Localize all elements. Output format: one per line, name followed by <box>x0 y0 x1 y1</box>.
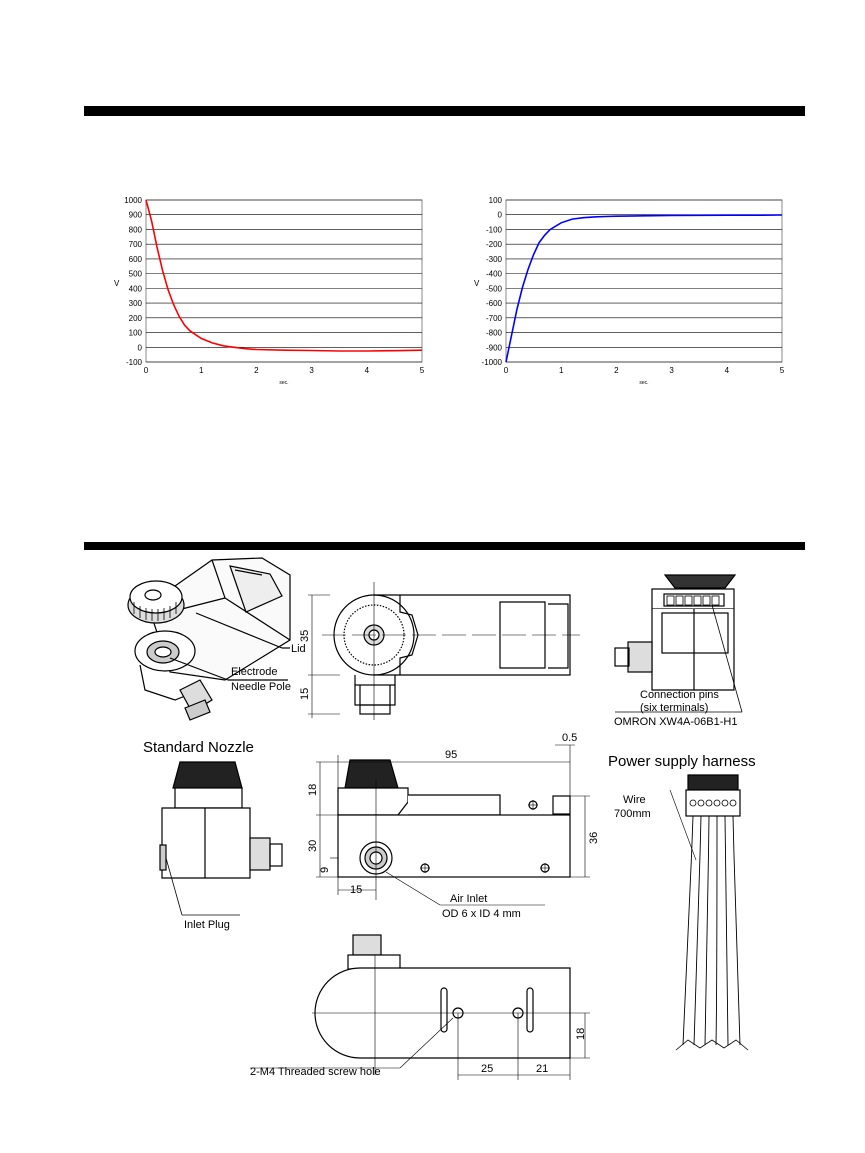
series-line <box>505 214 783 363</box>
dim-0-5: 0.5 <box>562 732 577 744</box>
wire-label: Wire <box>623 794 646 806</box>
y-tick-label: 600 <box>129 255 143 264</box>
x-tick-label: 2 <box>254 366 259 375</box>
section-rule <box>84 542 805 550</box>
y-tick-label: -800 <box>486 329 503 338</box>
y-tick-label: -400 <box>486 270 503 279</box>
y-tick-label: 400 <box>129 284 143 293</box>
y-tick-label: -600 <box>486 299 503 308</box>
x-tick-label: 4 <box>365 366 370 375</box>
dim-15-bottom: 15 <box>350 884 362 896</box>
connector-model-label: OMRON XW4A-06B1-H1 <box>614 716 737 728</box>
connector-view <box>614 574 743 713</box>
x-tick-label: 1 <box>559 366 564 375</box>
y-tick-label: 200 <box>129 314 143 323</box>
x-tick-label: 3 <box>669 366 674 375</box>
y-tick-label: -200 <box>486 240 503 249</box>
x-tick-label: 5 <box>780 366 785 375</box>
front-view <box>308 582 580 720</box>
dim-21: 21 <box>536 1063 548 1075</box>
standard-nozzle-view <box>159 761 283 916</box>
y-tick-label: -300 <box>486 255 503 264</box>
dim-35: 35 <box>299 630 311 642</box>
power-harness-title: Power supply harness <box>608 753 756 770</box>
lid-label: Lid <box>291 643 306 655</box>
isometric-view <box>127 557 291 721</box>
y-tick-label: -900 <box>486 343 503 352</box>
x-tick-label: 0 <box>504 366 509 375</box>
dim-30: 30 <box>307 840 319 852</box>
y-tick-label: 500 <box>129 270 143 279</box>
dim-15-top: 15 <box>299 688 311 700</box>
plot-area <box>505 199 783 363</box>
x-tick-label: 0 <box>144 366 149 375</box>
dim-18-side: 18 <box>307 784 319 796</box>
y-tick-label: 300 <box>129 299 143 308</box>
decay-chart-negative: 100 0 -100 -200 -300 -400 -500 -600 -700 -800 -900… <box>474 196 785 386</box>
y-axis-label: V <box>474 279 480 288</box>
y-tick-label: 1000 <box>124 196 142 205</box>
x-axis-label: sec. <box>639 380 648 386</box>
y-tick-label: 800 <box>129 225 143 234</box>
standard-nozzle-title: Standard Nozzle <box>143 739 254 756</box>
x-tick-label: 4 <box>725 366 730 375</box>
y-tick-label: -1000 <box>482 358 503 367</box>
needle-pole-label: Needle Pole <box>231 681 291 693</box>
bottom-view <box>250 934 590 1080</box>
x-tick-label: 1 <box>199 366 204 375</box>
six-terminals-label: (six terminals) <box>640 702 708 714</box>
y-tick-label: 0 <box>138 343 143 352</box>
y-tick-label: 900 <box>129 211 143 220</box>
y-tick-label: 700 <box>129 240 143 249</box>
wire-length-label: 700mm <box>614 808 651 820</box>
air-inlet-label: Air Inlet <box>450 893 487 905</box>
inlet-plug-label: Inlet Plug <box>184 919 230 931</box>
plot-area <box>145 199 423 363</box>
connection-pins-label: Connection pins <box>640 689 719 701</box>
dim-36: 36 <box>588 832 600 844</box>
air-inlet-size-label: OD 6 x ID 4 mm <box>442 908 521 920</box>
x-axis-label: sec. <box>279 380 288 386</box>
y-axis-label: V <box>114 279 120 288</box>
y-tick-label: -100 <box>486 225 503 234</box>
x-tick-label: 3 <box>309 366 314 375</box>
dim-9: 9 <box>319 867 331 873</box>
y-tick-label: -100 <box>126 358 143 367</box>
dim-25: 25 <box>481 1063 493 1075</box>
series-line <box>145 199 423 352</box>
top-rule <box>84 106 805 116</box>
screw-hole-label: 2-M4 Threaded screw hole <box>250 1066 381 1078</box>
harness-view <box>669 774 749 1051</box>
y-tick-label: -700 <box>486 314 503 323</box>
x-tick-label: 2 <box>614 366 619 375</box>
dim-95: 95 <box>445 749 457 761</box>
y-tick-label: -500 <box>486 284 503 293</box>
y-tick-label: 0 <box>498 211 503 220</box>
electrode-label: Electrode <box>231 666 277 678</box>
side-view <box>316 744 590 906</box>
y-tick-label: 100 <box>489 196 503 205</box>
y-tick-label: 100 <box>129 329 143 338</box>
x-tick-label: 5 <box>420 366 425 375</box>
dim-18-bottom: 18 <box>575 1028 587 1040</box>
